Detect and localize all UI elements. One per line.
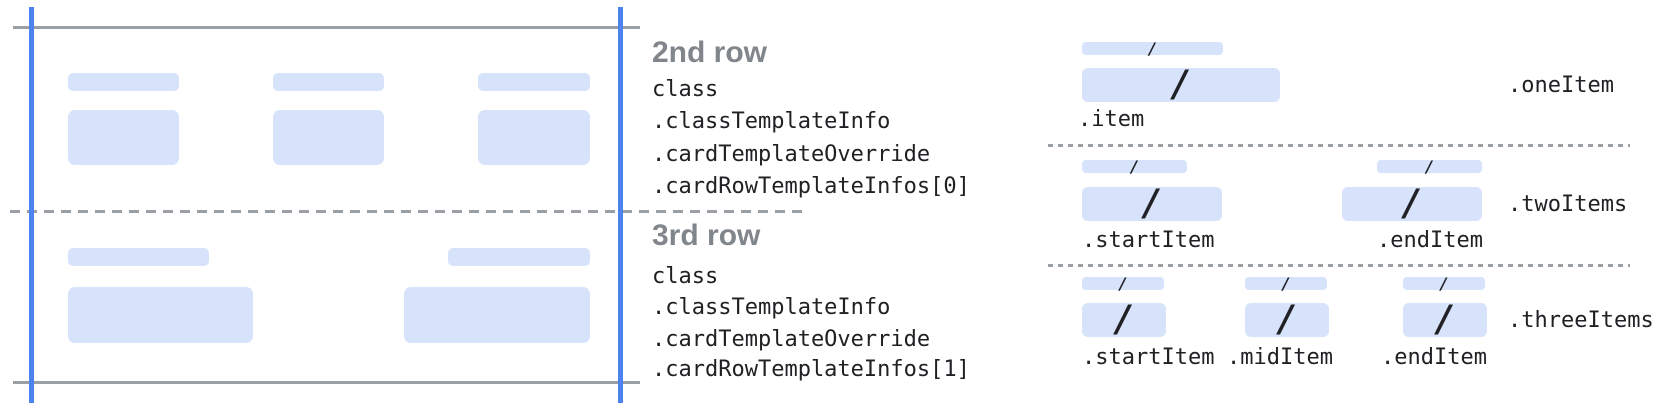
three-items-end-label-bar: /: [1403, 274, 1485, 293]
row3-col2-value-placeholder: [404, 287, 590, 343]
one-item-label-bar: /: [1082, 39, 1223, 58]
template-divider-dotted: [1048, 264, 1630, 267]
card-left-guide-line: [29, 7, 34, 403]
row3-col2-label-placeholder: [448, 248, 590, 266]
row2-col3-value-placeholder: [478, 110, 590, 165]
row3-col1-label-placeholder: [68, 248, 209, 266]
three-items-mid-value-bar: /: [1245, 299, 1329, 340]
card-row-divider-dashed: [10, 210, 802, 213]
row3-code-line: .cardTemplateOverride: [652, 327, 931, 352]
slash-glyph: /: [1147, 39, 1158, 58]
card-bottom-line: [13, 381, 640, 384]
three-items-end-value-bar: /: [1403, 299, 1487, 340]
card-right-guide-line: [618, 7, 623, 403]
row2-col1-label-placeholder: [68, 73, 179, 91]
row3-code-line: .cardRowTemplateInfos[1]: [652, 357, 970, 382]
slash-glyph: /: [1424, 157, 1435, 176]
row2-col2-label-placeholder: [273, 73, 384, 91]
two-items-group-label: .twoItems: [1508, 192, 1628, 217]
row2-col3-label-placeholder: [478, 73, 590, 91]
row2-col2-value-placeholder: [273, 110, 384, 165]
row2-code-line: class: [652, 77, 719, 102]
slash-glyph: /: [1170, 64, 1192, 105]
slash-glyph: /: [1434, 299, 1456, 340]
row2-heading: 2nd row: [652, 36, 768, 69]
two-items-end-value-bar: /: [1342, 183, 1482, 224]
row3-code-line: class: [652, 264, 719, 289]
one-item-value-bar: /: [1082, 64, 1280, 105]
row3-code-line: .classTemplateInfo: [652, 295, 891, 320]
two-items-start-label: .startItem: [1082, 228, 1215, 253]
one-item-item-label: .item: [1078, 107, 1145, 132]
row3-col1-value-placeholder: [68, 287, 253, 343]
three-items-mid-label: .midItem: [1227, 345, 1333, 370]
template-divider-dotted: [1048, 144, 1630, 147]
three-items-group-label: .threeItems: [1508, 308, 1654, 333]
one-item-group-label: .oneItem: [1508, 73, 1614, 98]
card-top-line: [13, 26, 640, 29]
row2-code-line: .cardTemplateOverride: [652, 142, 931, 167]
slash-glyph: /: [1276, 299, 1298, 340]
two-items-start-value-bar: /: [1082, 183, 1222, 224]
slash-glyph: /: [1129, 157, 1140, 176]
two-items-start-label-bar: /: [1082, 157, 1187, 176]
slash-glyph: /: [1401, 183, 1423, 224]
slash-glyph: /: [1113, 299, 1135, 340]
row2-code-line: .cardRowTemplateInfos[0]: [652, 174, 970, 199]
three-items-start-value-bar: /: [1082, 299, 1166, 340]
two-items-end-label: .endItem: [1377, 228, 1483, 253]
slash-glyph: /: [1439, 274, 1449, 293]
row2-code-line: .classTemplateInfo: [652, 109, 891, 134]
slash-glyph: /: [1118, 274, 1128, 293]
three-items-start-label-bar: /: [1082, 274, 1164, 293]
three-items-mid-label-bar: /: [1245, 274, 1327, 293]
three-items-start-label: .startItem: [1082, 345, 1215, 370]
slash-glyph: /: [1281, 274, 1291, 293]
three-items-end-label: .endItem: [1381, 345, 1487, 370]
two-items-end-label-bar: /: [1377, 157, 1482, 176]
row3-heading: 3rd row: [652, 219, 761, 252]
row2-col1-value-placeholder: [68, 110, 179, 165]
slash-glyph: /: [1141, 183, 1163, 224]
